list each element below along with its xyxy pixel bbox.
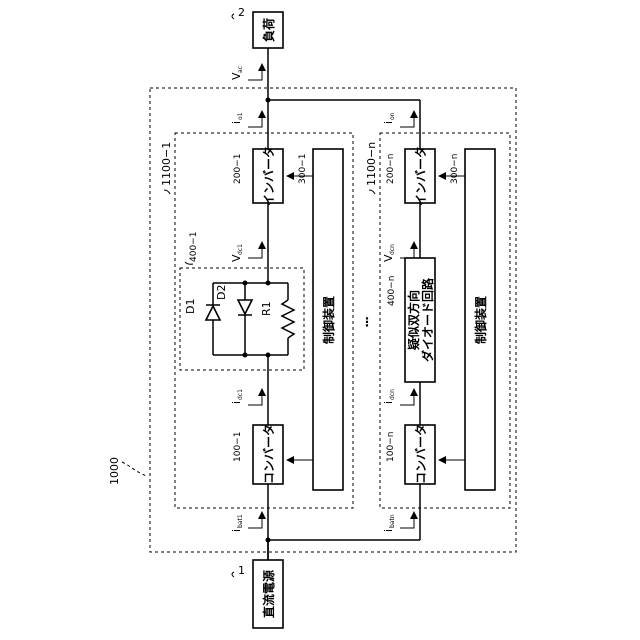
convertern-label: コンバータ xyxy=(414,424,428,484)
resistor-r1-symbol xyxy=(282,300,294,338)
vdc1-signal-label: V dc1 xyxy=(230,244,244,262)
convertern-ref: 100−n xyxy=(386,432,396,462)
svg-text:i: i xyxy=(230,121,243,124)
svg-text:dcn: dcn xyxy=(389,244,396,255)
diode-circuitn-label-line1: 疑似双方向 xyxy=(406,290,421,350)
invertern-ref: 200−n xyxy=(386,154,396,184)
controller1-label: 制御装置 xyxy=(321,296,336,344)
invertern-label: インバータ xyxy=(414,146,428,206)
svg-text:dc1: dc1 xyxy=(237,389,244,400)
vdcn-signal-label: V dcn xyxy=(382,244,396,262)
load-ref: 2 xyxy=(238,6,245,19)
svg-text:bat1: bat1 xyxy=(237,514,244,528)
diode-circuitn-ref: 400−n xyxy=(387,276,397,306)
converter1-label: コンバータ xyxy=(262,424,276,484)
diode-d2-symbol xyxy=(238,300,252,314)
load-label: 負荷 xyxy=(261,18,276,42)
dc-source-label: 直流電源 xyxy=(261,570,276,618)
controllern-label: 制御装置 xyxy=(473,296,488,344)
controller1-ref: 300−1 xyxy=(298,154,308,184)
inverter1-label: インバータ xyxy=(262,146,276,206)
units-ellipsis: ⋮ xyxy=(361,315,373,329)
svg-text:ac: ac xyxy=(237,66,244,73)
svg-text:batn: batn xyxy=(389,514,396,528)
svg-text:on: on xyxy=(389,112,396,120)
svg-text:o1: o1 xyxy=(237,112,244,120)
ibat1-signal-label: i bat1 xyxy=(230,514,244,532)
system-ref-leader xyxy=(122,462,146,476)
svg-text:i: i xyxy=(382,401,395,404)
idc1-signal-label: i dc1 xyxy=(230,389,244,404)
svg-text:dc1: dc1 xyxy=(237,244,244,255)
d2-label: D2 xyxy=(215,285,228,300)
diode-circuitn-label-line2: ダイオード回路 xyxy=(420,277,435,362)
vac-signal-label: V ac xyxy=(230,66,244,80)
dc-source-ref: 1 xyxy=(238,564,245,577)
ion-signal-label: i on xyxy=(382,112,396,124)
svg-text:dcn: dcn xyxy=(389,389,396,400)
svg-text:i: i xyxy=(230,401,243,404)
svg-text:i: i xyxy=(230,529,243,532)
svg-text:i: i xyxy=(382,529,395,532)
system-ref-label: 1000 xyxy=(108,457,121,485)
controllern-ref: 300−n xyxy=(450,154,460,184)
idcn-signal-label: i dcn xyxy=(382,389,396,404)
svg-text:i: i xyxy=(382,121,395,124)
converter1-ref: 100−1 xyxy=(233,432,243,462)
io1-signal-label: i o1 xyxy=(230,112,244,124)
r1-label: R1 xyxy=(260,301,273,316)
unitn-ref-label: 1100−n xyxy=(365,142,378,186)
inverter1-ref: 200−1 xyxy=(233,154,243,184)
diode-circuit1-ref: 400−1 xyxy=(189,232,199,262)
diode-d1-symbol xyxy=(206,306,220,320)
d1-label: D1 xyxy=(184,299,197,314)
unit1-ref-label: 1100−1 xyxy=(160,142,173,186)
ibatn-signal-label: i batn xyxy=(382,514,396,532)
